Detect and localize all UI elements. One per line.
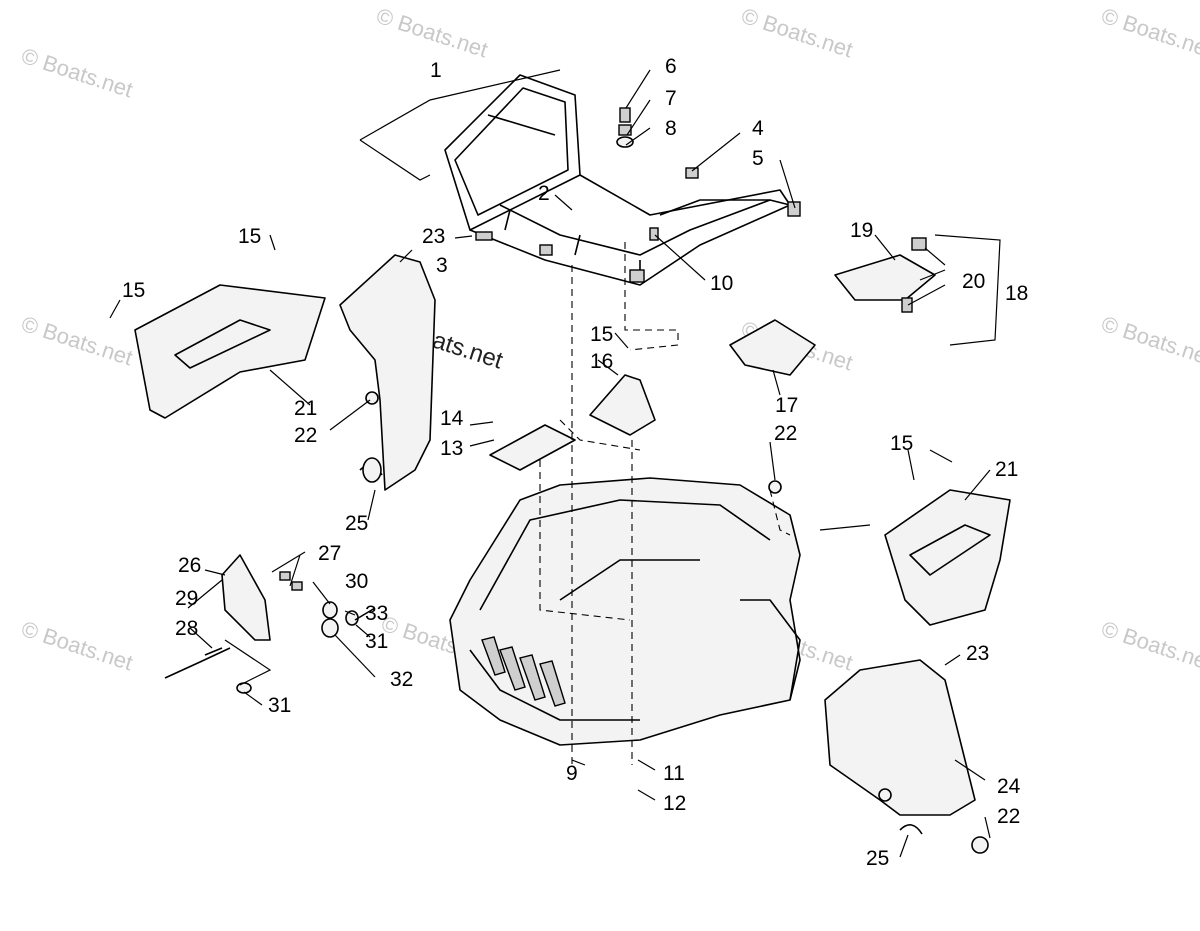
callout-22: 22 [774,422,797,445]
callout-21: 21 [294,397,317,420]
callout-22: 22 [997,805,1020,828]
watermark: © Boats.net [1098,3,1200,62]
callout-31: 31 [365,630,388,653]
callout-31: 31 [268,694,291,717]
callout-15: 15 [122,279,145,302]
callout-17: 17 [775,394,798,417]
headlight-cover-icon [834,237,936,313]
callout-10: 10 [710,272,733,295]
callout-24: 24 [997,775,1021,798]
side-panel-icon [489,319,816,471]
callout-9: 9 [566,762,578,785]
callout-25: 25 [866,847,889,870]
callout-23: 23 [966,642,989,665]
front-fender-body-icon [449,477,801,746]
callout-3: 3 [436,254,448,277]
callout-15: 15 [238,225,261,248]
callout-5: 5 [752,147,764,170]
callout-labels: 1 2 3 4 5 6 7 8 9 10 11 12 13 14 15 15 1… [122,55,1028,870]
callout-18: 18 [1005,282,1028,305]
front-rack-icon [444,74,791,286]
callout-30: 30 [345,570,368,593]
watermark: © Boats.net [18,43,135,102]
watermark: © Boats.net [1098,616,1200,675]
callout-12: 12 [663,792,686,815]
callout-23: 23 [422,225,445,248]
hardware-fastener-icon [164,457,782,694]
callout-16: 16 [590,350,613,373]
watermark: © Boats.net [18,616,135,675]
callout-14: 14 [440,407,464,430]
callout-15: 15 [890,432,913,455]
callout-1: 1 [430,59,442,82]
callout-6: 6 [665,55,677,78]
dashed-guides [539,242,791,765]
watermark: © Boats.net [738,3,855,62]
hardware-fastener-icon [475,107,801,241]
callout-27: 27 [318,542,341,565]
callout-8: 8 [665,117,677,140]
callout-7: 7 [665,87,677,110]
side-panel-icon [134,254,436,491]
callout-26: 26 [178,554,201,577]
callout-25: 25 [345,512,368,535]
callout-13: 13 [440,437,463,460]
callout-22: 22 [294,424,317,447]
callout-29: 29 [175,587,198,610]
watermark: © Boats.net [18,311,135,370]
callout-11: 11 [663,762,685,785]
callout-28: 28 [175,617,198,640]
callout-33: 33 [365,602,388,625]
callout-20: 20 [962,270,985,293]
watermark: © Boats.net [373,3,490,62]
callout-21: 21 [995,458,1018,481]
watermark: © Boats.net [1098,311,1200,370]
leader-lines [109,69,1001,858]
callout-15: 15 [590,323,613,346]
callout-4: 4 [752,117,764,140]
callout-19: 19 [850,219,873,242]
callout-32: 32 [390,668,413,691]
callout-2: 2 [538,182,550,205]
side-panel-icon [824,489,1011,854]
